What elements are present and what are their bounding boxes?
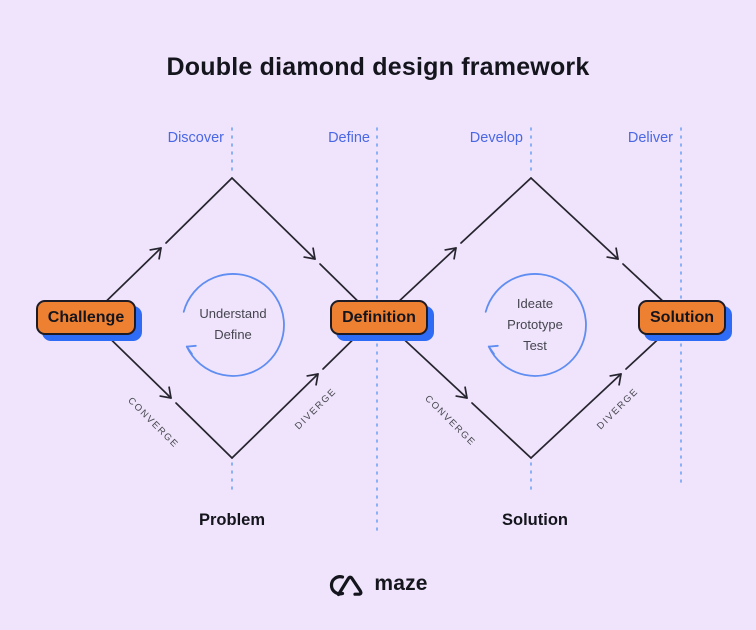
maze-logo-text: maze [374, 572, 428, 595]
arrow-up-right-icon [306, 373, 319, 386]
maze-icon-right-peak [337, 575, 363, 596]
phase-label-deliver: Deliver [627, 130, 673, 146]
maze-logo-icon [330, 574, 363, 596]
arrow-up-right-icon [444, 247, 457, 260]
phase-label-define: Define [328, 130, 370, 146]
diamond2-lower-right-a [530, 373, 622, 459]
arrow-down-right-icon [606, 247, 619, 260]
section-label-solution: Solution [502, 511, 568, 529]
diamond1-upper-left-b [165, 177, 233, 244]
definition-node: Definition [330, 300, 428, 335]
page-title: Double diamond design framework [166, 53, 590, 81]
arrow-up-right-icon [609, 373, 622, 386]
loop1-line1: Understand [199, 306, 267, 321]
diamond2-upper-left-b [460, 177, 532, 244]
diamond2-lower-left-b [471, 402, 532, 459]
phase-label-develop: Develop [469, 130, 523, 146]
loop-circle-arrow-1 [182, 273, 285, 377]
loop2-line1: Ideate [516, 296, 554, 311]
arrow-down-right-icon [303, 247, 316, 260]
arrow-down-right-icon [159, 386, 172, 399]
loop1-line2: Define [214, 327, 252, 342]
loop2-text: Ideate Prototype Test [465, 293, 605, 356]
solution-node: Solution [638, 300, 726, 335]
diamond1-lower-right-a [231, 373, 319, 459]
diamond1-lower-left-b [175, 402, 233, 459]
section-label-problem: Problem [198, 511, 266, 529]
loop-arrows [182, 273, 587, 377]
loop-arrowhead-icon [185, 344, 197, 355]
arrow-up-right-icon [149, 247, 162, 260]
arrow-down-right-icon [455, 386, 468, 399]
diamond1-upper-right-a [231, 177, 316, 260]
maze-logo: maze [0, 566, 756, 602]
loop-circle-arrow-2 [484, 273, 587, 377]
phase-label-discover: Discover [167, 130, 224, 146]
loop2-line2: Prototype [507, 317, 563, 332]
challenge-node: Challenge [36, 300, 136, 335]
loop1-text: Understand Define [163, 303, 303, 345]
loop2-line3: Test [523, 338, 547, 353]
loop-arrowhead-icon [487, 344, 499, 355]
edge-arrowheads [149, 247, 622, 399]
diamond2-upper-right-a [530, 177, 619, 260]
